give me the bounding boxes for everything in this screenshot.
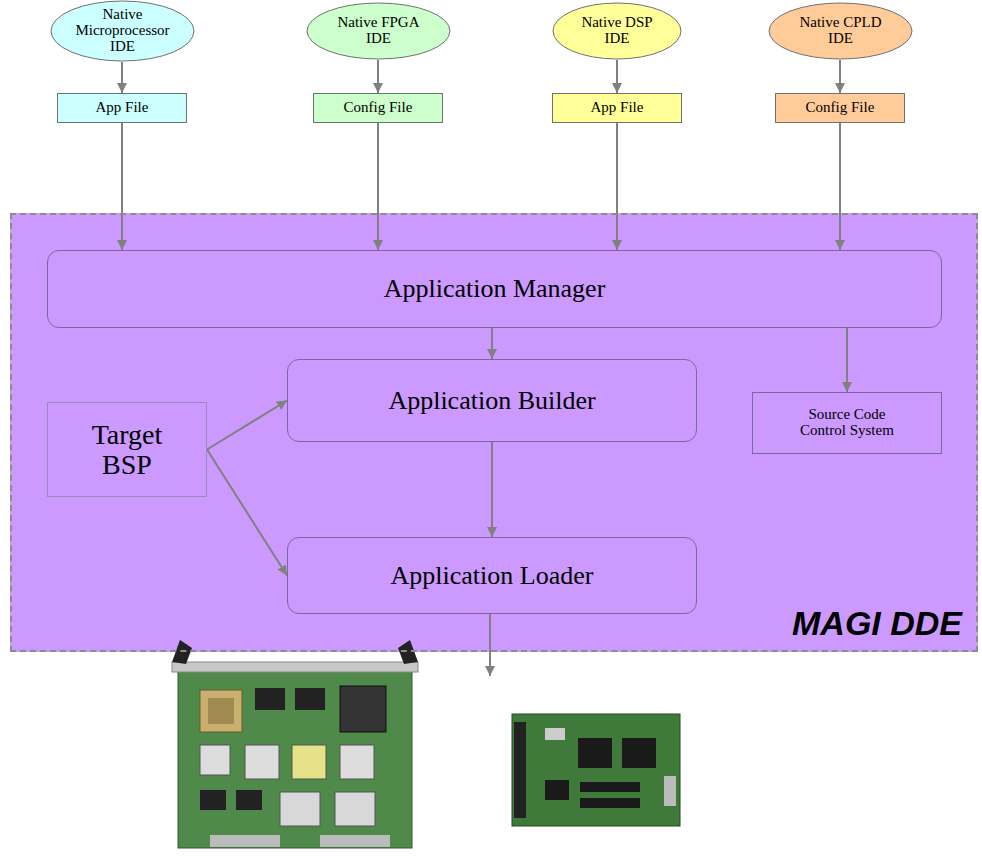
process-box: Application Builder: [287, 359, 697, 442]
flow-arrow: [207, 401, 287, 450]
node-label: App File: [96, 100, 149, 116]
ide-ellipse: Native Microprocessor IDE: [50, 0, 195, 62]
board-part: [545, 780, 569, 800]
board-part: [200, 790, 226, 810]
board-part: [208, 698, 234, 724]
process-box: Application Manager: [47, 250, 942, 328]
file-box: Config File: [313, 93, 443, 123]
bsp-box: Target BSP: [47, 402, 207, 497]
board-part: [200, 745, 230, 775]
node-label: Config File: [806, 100, 875, 116]
ide-ellipse: Native DSP IDE: [552, 2, 682, 60]
mezzanine-board: [512, 714, 680, 826]
region-fill: [10, 213, 978, 652]
ellipse-shape: [51, 1, 194, 61]
flow-arrow: [121, 62, 123, 93]
vme-board: [172, 640, 418, 848]
board-part: [320, 835, 390, 847]
ellipse-shape: [307, 3, 450, 59]
board-part: [580, 798, 640, 808]
ide-ellipse: Native CPLD IDE: [768, 2, 913, 60]
board-part: [622, 738, 656, 768]
board-part: [292, 745, 326, 779]
board-part: [280, 792, 320, 826]
node-label: Application Loader: [391, 562, 594, 589]
ellipse-shape: [769, 3, 912, 59]
node-label: App File: [591, 100, 644, 116]
file-box: Config File: [775, 93, 905, 123]
node-label: Native DSP IDE: [572, 15, 662, 47]
file-box: App File: [552, 93, 682, 123]
flow-arrow: [207, 450, 287, 576]
dde-region: Application ManagerApplication BuilderSo…: [10, 213, 978, 652]
node-label: Source Code Control System: [791, 407, 903, 439]
board-part: [178, 670, 412, 848]
process-box: Application Loader: [287, 537, 697, 614]
region-title: MAGI DDE: [792, 605, 962, 642]
board-part: [545, 728, 565, 740]
node-label: Config File: [344, 100, 413, 116]
ide-ellipse: Native FPGA IDE: [306, 2, 451, 60]
flow-arrow: [377, 60, 379, 93]
board-part: [340, 745, 374, 779]
node-label: Native FPGA IDE: [329, 15, 429, 47]
board-part: [578, 738, 612, 768]
flow-arrow: [839, 123, 841, 250]
board-part: [255, 688, 285, 710]
board-part: [514, 722, 526, 818]
node-label: Native Microprocessor IDE: [68, 7, 178, 54]
board-part: [236, 790, 262, 810]
board-part: [398, 640, 418, 664]
ellipse-shape: [553, 3, 681, 59]
node-label: Application Builder: [388, 387, 595, 414]
board-part: [200, 690, 242, 732]
board-part: [245, 745, 279, 779]
process-box: Source Code Control System: [752, 392, 942, 454]
node-label: Native CPLD IDE: [791, 15, 891, 47]
flow-arrow: [616, 123, 618, 250]
flow-arrow: [839, 60, 841, 93]
board-part: [664, 776, 676, 806]
node-label: Target BSP: [77, 420, 177, 479]
board-part: [340, 686, 386, 732]
flow-arrow: [491, 442, 493, 537]
board-part: [210, 835, 280, 847]
flow-arrow: [121, 123, 123, 250]
flow-arrow: [491, 328, 493, 359]
output-arrow: [489, 612, 491, 676]
board-part: [172, 662, 418, 672]
board-part: [512, 714, 680, 826]
board-part: [295, 688, 325, 710]
node-label: Application Manager: [384, 275, 606, 302]
board-part: [335, 792, 375, 826]
flow-arrow: [377, 123, 379, 250]
flow-arrow: [846, 328, 848, 392]
board-part: [580, 782, 640, 792]
file-box: App File: [57, 93, 187, 123]
board-part: [172, 640, 192, 664]
flow-arrow: [616, 60, 618, 93]
